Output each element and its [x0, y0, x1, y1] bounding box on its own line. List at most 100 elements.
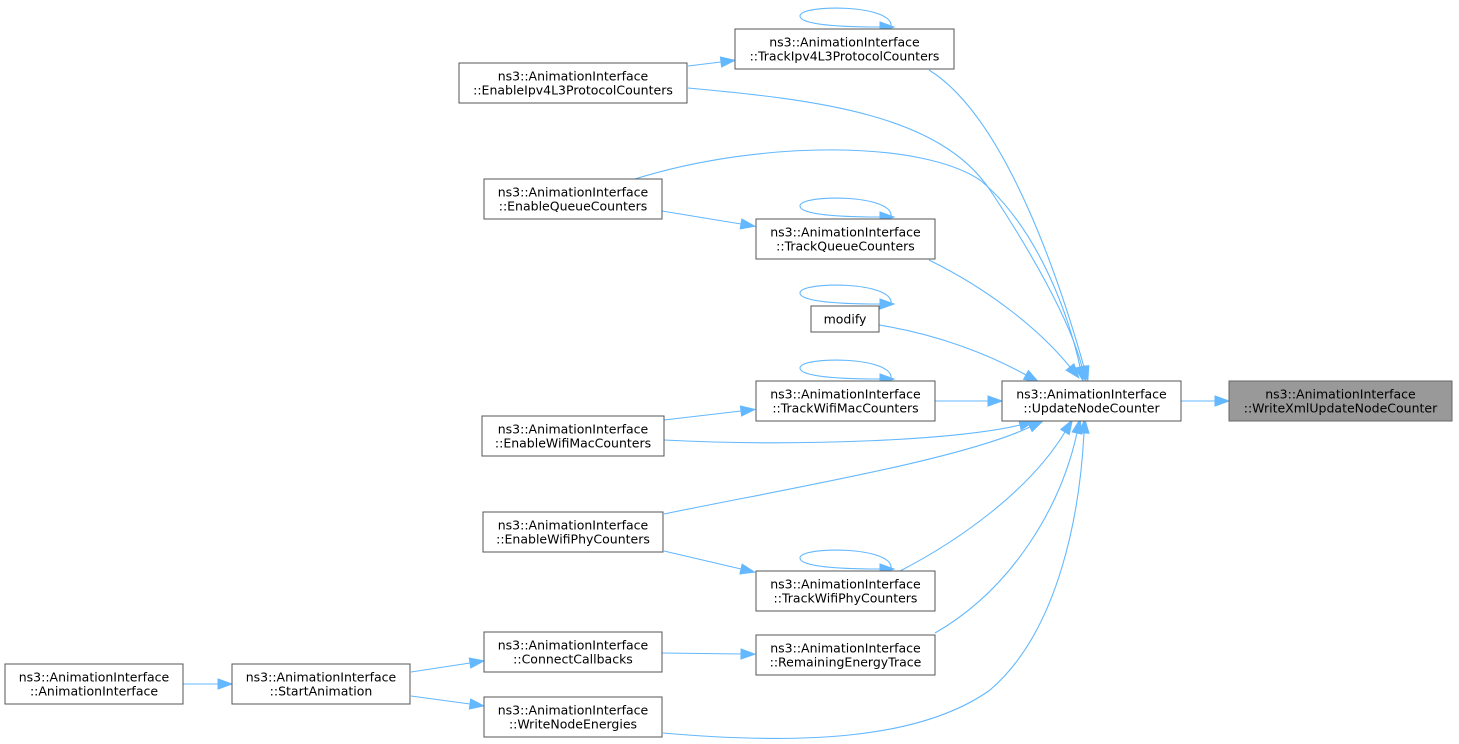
node-label-line: ::EnableQueueCounters: [499, 199, 648, 214]
edge-track_wifiphy-to-update_node_counter: [899, 418, 1074, 572]
edge-line: [663, 410, 742, 421]
edge-start_animation-to-connect_callbacks: [410, 657, 486, 673]
edge-line: [928, 259, 1071, 368]
node-label-line: ::EnableIpv4L3ProtocolCounters: [473, 83, 673, 98]
edge-line: [934, 432, 1078, 634]
edge-update_node_counter-to-write_xml: [1181, 395, 1231, 407]
edge-arrowhead: [1059, 418, 1074, 436]
node-box: [458, 62, 688, 104]
node-label-line: ns3::AnimationInterface: [246, 670, 397, 685]
edge-line: [663, 424, 1021, 444]
node-box: [482, 511, 664, 553]
edge-line: [799, 197, 892, 218]
edge-arrowhead: [1214, 395, 1231, 407]
edge-modify-to-modify: [799, 284, 896, 310]
node-box: [755, 634, 936, 676]
node-box: [1228, 380, 1453, 422]
node-box: [483, 696, 663, 738]
edge-line: [410, 695, 471, 705]
edge-arrowhead: [739, 405, 757, 417]
node-label-line: ns3::AnimationInterface: [770, 225, 921, 240]
edge-line: [634, 149, 1081, 368]
edge-track_ipv4-to-update_node_counter: [928, 69, 1090, 382]
node-animation-interface[interactable]: ns3::AnimationInterface::AnimationInterf…: [4, 663, 184, 705]
edge-arrowhead: [879, 298, 896, 310]
edge-line: [663, 550, 742, 570]
edge-enable_queue-to-update_node_counter: [634, 149, 1086, 383]
edge-line: [661, 210, 742, 225]
node-label-line: ns3::AnimationInterface: [770, 641, 921, 656]
edge-track_wifiphy-to-track_wifiphy: [799, 549, 896, 575]
node-label-line: ns3::AnimationInterface: [498, 638, 649, 653]
edge-enable_wifiphy-to-update_node_counter: [663, 420, 1045, 515]
node-label-line: ::RemainingEnergyTrace: [770, 655, 922, 670]
edge-line: [899, 431, 1066, 572]
node-write-xml[interactable]: ns3::AnimationInterface::WriteXmlUpdateN…: [1228, 380, 1453, 422]
node-box: [4, 663, 184, 705]
node-write-node-energies[interactable]: ns3::AnimationInterface::WriteNodeEnergi…: [483, 696, 663, 738]
node-modify[interactable]: modify: [810, 305, 880, 333]
node-box: [483, 178, 663, 220]
node-label-line: ::WriteXmlUpdateNodeCounter: [1244, 401, 1438, 416]
edge-enable_wifimac-to-update_node_counter: [663, 419, 1036, 444]
edge-track_wifimac-to-track_wifimac: [799, 359, 896, 385]
node-box: [810, 305, 880, 333]
node-track-wifimac[interactable]: ns3::AnimationInterface::TrackWifiMacCou…: [755, 380, 936, 422]
node-label-line: ::StartAnimation: [270, 684, 373, 699]
node-start-animation[interactable]: ns3::AnimationInterface::StartAnimation: [231, 663, 411, 705]
node-enable-ipv4[interactable]: ns3::AnimationInterface::EnableIpv4L3Pro…: [458, 62, 688, 104]
edge-arrowhead: [217, 678, 234, 690]
node-enable-queue[interactable]: ns3::AnimationInterface::EnableQueueCoun…: [483, 178, 663, 220]
edge-animation_interface-to-start_animation: [183, 678, 234, 690]
edge-line: [662, 432, 1085, 739]
edge-arrowhead: [739, 563, 757, 575]
node-update-node-counter[interactable]: ns3::AnimationInterface::UpdateNodeCount…: [1001, 380, 1182, 422]
node-track-wifiphy[interactable]: ns3::AnimationInterface::TrackWifiPhyCou…: [755, 570, 936, 612]
edge-arrowhead: [1078, 417, 1090, 434]
edge-enable_queue-to-track_queue: [661, 210, 757, 230]
edge-arrowhead: [987, 395, 1004, 407]
node-box: [755, 218, 936, 260]
node-label-line: ns3::AnimationInterface: [1016, 387, 1167, 402]
edge-line: [878, 324, 1027, 376]
node-enable-wifimac[interactable]: ns3::AnimationInterface::EnableWifiMacCo…: [481, 415, 665, 457]
edge-line: [799, 549, 892, 570]
node-label-line: ns3::AnimationInterface: [498, 422, 649, 437]
node-label-line: ns3::AnimationInterface: [19, 670, 170, 685]
nodes-layer: ns3::AnimationInterface::WriteXmlUpdateN…: [4, 28, 1453, 738]
edge-track_queue-to-update_node_counter: [928, 259, 1080, 379]
edge-line: [799, 284, 892, 305]
edges-layer: [183, 7, 1231, 739]
node-label-line: ::ConnectCallbacks: [513, 652, 633, 667]
node-track-queue[interactable]: ns3::AnimationInterface::TrackQueueCount…: [755, 218, 936, 260]
node-remaining-energy[interactable]: ns3::AnimationInterface::RemainingEnergy…: [755, 634, 936, 676]
edge-start_animation-to-write_node_energies: [410, 695, 486, 710]
edge-track_ipv4-to-track_ipv4: [799, 7, 896, 33]
node-track-ipv4[interactable]: ns3::AnimationInterface::TrackIpv4L3Prot…: [734, 28, 955, 70]
edge-line: [663, 426, 1031, 515]
node-box: [755, 380, 936, 422]
node-label-line: ns3::AnimationInterface: [498, 185, 649, 200]
node-label-line: modify: [824, 312, 867, 327]
node-label-line: ns3::AnimationInterface: [498, 703, 649, 718]
node-label-line: ::EnableWifiMacCounters: [495, 436, 651, 451]
edge-line: [410, 662, 471, 673]
node-box: [481, 415, 665, 457]
node-label-line: ::WriteNodeEnergies: [509, 717, 637, 732]
edge-connect_callbacks-to-remaining_energy: [661, 648, 757, 660]
edge-arrowhead: [1027, 420, 1045, 433]
edge-line: [661, 652, 742, 655]
node-enable-wifiphy[interactable]: ns3::AnimationInterface::EnableWifiPhyCo…: [482, 511, 664, 553]
edge-arrowhead: [740, 648, 757, 660]
node-box: [483, 631, 663, 673]
node-connect-callbacks[interactable]: ns3::AnimationInterface::ConnectCallback…: [483, 631, 663, 673]
edge-arrowhead: [1022, 369, 1040, 383]
node-box: [755, 570, 936, 612]
edge-line: [799, 7, 892, 28]
edge-arrowhead: [739, 218, 757, 230]
edge-arrowhead: [468, 657, 486, 669]
node-label-line: ::TrackIpv4L3ProtocolCounters: [750, 49, 940, 64]
edge-enable_ipv4-to-track_ipv4: [687, 56, 737, 68]
edge-arrowhead: [1065, 362, 1080, 379]
